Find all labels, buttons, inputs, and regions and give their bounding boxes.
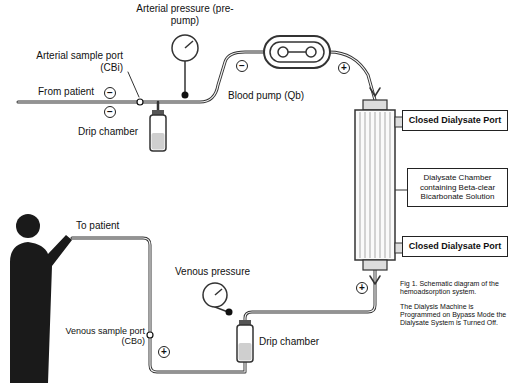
part-label: Venous pressure [175, 266, 250, 278]
flow-arrow [370, 276, 380, 284]
venous-tube-lumen [245, 268, 375, 322]
part-label: To patient [76, 220, 119, 232]
figure-caption: Fig 1. Schematic diagram of the hemoadso… [400, 280, 510, 296]
polarity-sign: − [104, 87, 116, 99]
sample-port [137, 99, 143, 105]
hollow-fiber [370, 112, 371, 258]
sample-port [147, 332, 153, 338]
callout-box: Dialysate Chamber containing Beta-clear … [407, 168, 508, 207]
part-label: Drip chamber [78, 126, 138, 138]
part-label: Blood pump (Qb) [228, 90, 304, 102]
return-tube-lumen [72, 238, 245, 372]
polarity-sign: − [236, 60, 248, 72]
part-label: Drip chamber [259, 336, 319, 348]
pump-outlet-tube-lumen [329, 52, 375, 100]
pressure-gauge [203, 283, 227, 307]
gauge-needle [185, 41, 193, 48]
patient-head [16, 214, 40, 238]
drip-chamber-fluid [239, 343, 252, 361]
part-label: Arterial sample port (CBi) [18, 50, 123, 73]
filter-cap [363, 260, 387, 270]
return-tube [72, 238, 245, 372]
node-label: Dialysate Chamber containing Beta-clear … [413, 173, 502, 202]
port-box: Closed Dialysate Port [402, 110, 508, 131]
pump-tube-loop [270, 42, 324, 62]
flow-arrow [370, 88, 380, 96]
hollow-fiber [385, 112, 386, 258]
gauge-stem [184, 61, 186, 94]
part-label: Venous sample port (CBo) [54, 326, 145, 347]
polarity-sign: + [356, 282, 368, 294]
junction-dot [182, 92, 189, 99]
hollow-fiber [375, 112, 376, 258]
patient-silhouette [10, 235, 72, 383]
hollow-fiber [365, 112, 366, 258]
part-label: From patient [38, 86, 94, 98]
port-box: Closed Dialysate Port [402, 236, 508, 257]
filter-fibers [360, 112, 390, 258]
polarity-sign: − [104, 106, 116, 118]
part-label: The Dialysis Machine is Programmed on By… [400, 303, 510, 327]
filter-cap [363, 100, 387, 110]
hollow-fiber [380, 112, 381, 258]
drip-chamber [150, 115, 166, 151]
drip-chamber-fluid [152, 133, 165, 150]
pressure-gauge [172, 35, 198, 61]
gauge-needle [215, 289, 222, 295]
node-label: Closed Dialysate Port [408, 115, 502, 126]
pump-rotor [288, 51, 306, 53]
junction-dot [226, 309, 233, 316]
polarity-sign: + [158, 346, 170, 358]
pump-roller [278, 47, 288, 57]
polarity-sign: + [338, 62, 350, 74]
pump-roller [306, 47, 316, 57]
drip-chamber [237, 325, 253, 362]
venous-tube [245, 268, 375, 322]
pump-outlet-tube [329, 52, 375, 100]
hollow-fiber [360, 112, 361, 258]
roller-pump [264, 36, 330, 68]
adsorption-filter [355, 110, 395, 260]
node-label: Closed Dialysate Port [408, 241, 502, 252]
leader-line [128, 72, 139, 97]
hollow-fiber [390, 112, 391, 258]
part-label: Arterial pressure (pre-pump) [135, 3, 235, 26]
